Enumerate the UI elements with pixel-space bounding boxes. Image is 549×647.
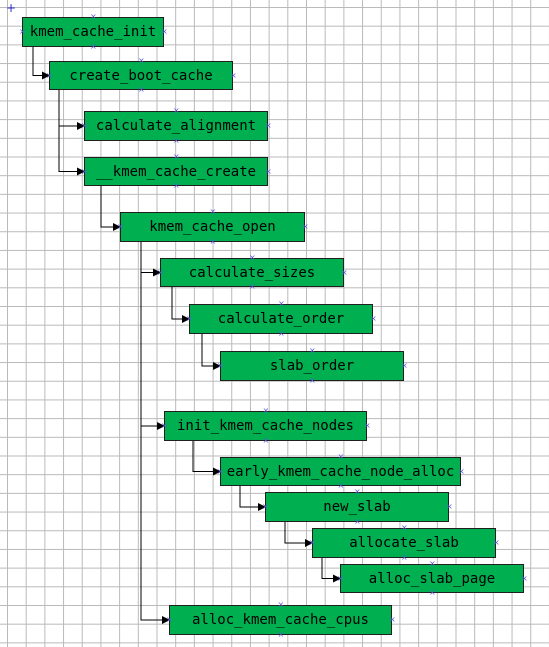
node-new-slab[interactable]: new_slab <box>265 492 449 522</box>
selection-handle-icon: × <box>364 421 371 430</box>
selection-handle-icon: × <box>138 85 145 94</box>
selection-handle-icon: × <box>265 166 272 176</box>
selection-handle-icon: × <box>46 70 53 80</box>
selection-handle-icon: × <box>19 27 26 36</box>
node-kmem-cache-init[interactable]: kmem_cache_init <box>22 17 164 47</box>
selection-handle-icon: × <box>249 253 256 262</box>
origin-marker-icon: + <box>6 1 17 15</box>
selection-handle-icon: × <box>337 481 345 490</box>
connector-kmem-cache-init-to-create-boot-cache <box>32 47 50 80</box>
node-alloc-slab-page[interactable]: alloc_slab_page <box>340 564 524 593</box>
selection-handle-icon: × <box>161 27 168 36</box>
selection-handle-icon: × <box>389 615 396 624</box>
selection-handle-icon: × <box>370 314 377 323</box>
selection-handle-icon: × <box>81 121 88 130</box>
selection-handle-icon: × <box>186 314 193 323</box>
selection-handle-icon: × <box>173 152 180 161</box>
selection-handle-icon: × <box>262 502 269 511</box>
selection-handle-icon: × <box>302 222 309 231</box>
selection-handle-icon: × <box>265 121 272 130</box>
selection-handle-icon: × <box>493 538 500 547</box>
selection-handle-icon: × <box>249 282 256 291</box>
node-kmem-cache-open[interactable]: kmem_cache_open <box>120 212 305 242</box>
selection-handle-icon: × <box>81 166 88 176</box>
selection-handle-icon: × <box>166 615 173 624</box>
node-init-kmem-cache-nodes[interactable]: init_kmem_cache_nodes <box>164 411 367 441</box>
connector-kmem-cache-create-to-kmem-cache-open <box>100 186 121 231</box>
node-kmem-cache-create-internal[interactable]: __kmem_cache_create <box>84 157 268 186</box>
selection-handle-icon: × <box>173 106 180 115</box>
selection-handle-icon: × <box>429 559 436 568</box>
connector-allocate-slab-to-alloc-slab-page <box>321 558 341 583</box>
connector-kmem-cache-open-to-alloc-kmem-cache-cpus <box>140 242 170 624</box>
selection-handle-icon: × <box>401 523 408 532</box>
selection-handle-icon: × <box>161 421 168 430</box>
selection-handle-icon: × <box>90 42 97 51</box>
selection-handle-icon: × <box>341 267 348 277</box>
node-create-boot-cache[interactable]: create_boot_cache <box>49 61 233 90</box>
selection-handle-icon: × <box>401 361 408 370</box>
selection-handle-icon: × <box>446 502 453 511</box>
selection-handle-icon: × <box>521 573 528 583</box>
selection-handle-icon: × <box>458 466 465 476</box>
selection-handle-icon: × <box>217 361 224 370</box>
selection-handle-icon: × <box>309 376 316 385</box>
selection-handle-icon: × <box>217 466 224 476</box>
selection-handle-icon: × <box>138 56 145 65</box>
node-allocate-slab[interactable]: allocate_slab <box>312 528 496 558</box>
selection-handle-icon: × <box>354 517 361 526</box>
selection-handle-icon: × <box>278 329 285 338</box>
connector-calculate-sizes-to-calculate-order <box>171 287 190 323</box>
selection-handle-icon: × <box>117 222 124 231</box>
selection-handle-icon: × <box>209 237 217 246</box>
connector-calculate-order-to-slab-order <box>201 334 221 370</box>
selection-handle-icon: × <box>209 207 217 216</box>
node-slab-order[interactable]: slab_order <box>220 351 404 381</box>
selection-handle-icon: × <box>354 487 361 496</box>
node-calculate-sizes[interactable]: calculate_sizes <box>160 258 344 287</box>
selection-handle-icon: × <box>337 573 344 583</box>
connector-init-kmem-cache-nodes-to-early-kmem-cache-node-alloc <box>192 441 221 476</box>
selection-handle-icon: × <box>173 136 180 145</box>
selection-handle-icon: × <box>157 267 164 277</box>
node-early-kmem-cache-node-alloc[interactable]: early_kmem_cache_node_alloc <box>220 457 461 486</box>
node-calculate-alignment[interactable]: calculate_alignment <box>84 111 268 141</box>
node-calculate-order[interactable]: calculate_order <box>189 304 373 334</box>
connector-early-kmem-cache-node-alloc-to-new-slab <box>239 486 266 511</box>
selection-handle-icon: × <box>90 12 97 21</box>
selection-handle-icon: × <box>278 299 285 308</box>
selection-handle-icon: × <box>401 553 408 562</box>
selection-handle-icon: × <box>262 406 270 415</box>
connector-new-slab-to-allocate-slab <box>284 522 313 547</box>
selection-handle-icon: × <box>429 588 436 597</box>
selection-handle-icon: × <box>337 452 345 461</box>
node-alloc-kmem-cache-cpus[interactable]: alloc_kmem_cache_cpus <box>169 605 392 635</box>
selection-handle-icon: × <box>309 538 316 547</box>
selection-handle-icon: × <box>262 436 270 445</box>
selection-handle-icon: × <box>309 346 316 355</box>
selection-handle-icon: × <box>230 70 237 80</box>
selection-handle-icon: × <box>277 600 285 609</box>
connector-create-boot-cache-to-kmem-cache-create <box>58 90 85 176</box>
selection-handle-icon: × <box>277 630 285 639</box>
selection-handle-icon: × <box>173 181 180 190</box>
